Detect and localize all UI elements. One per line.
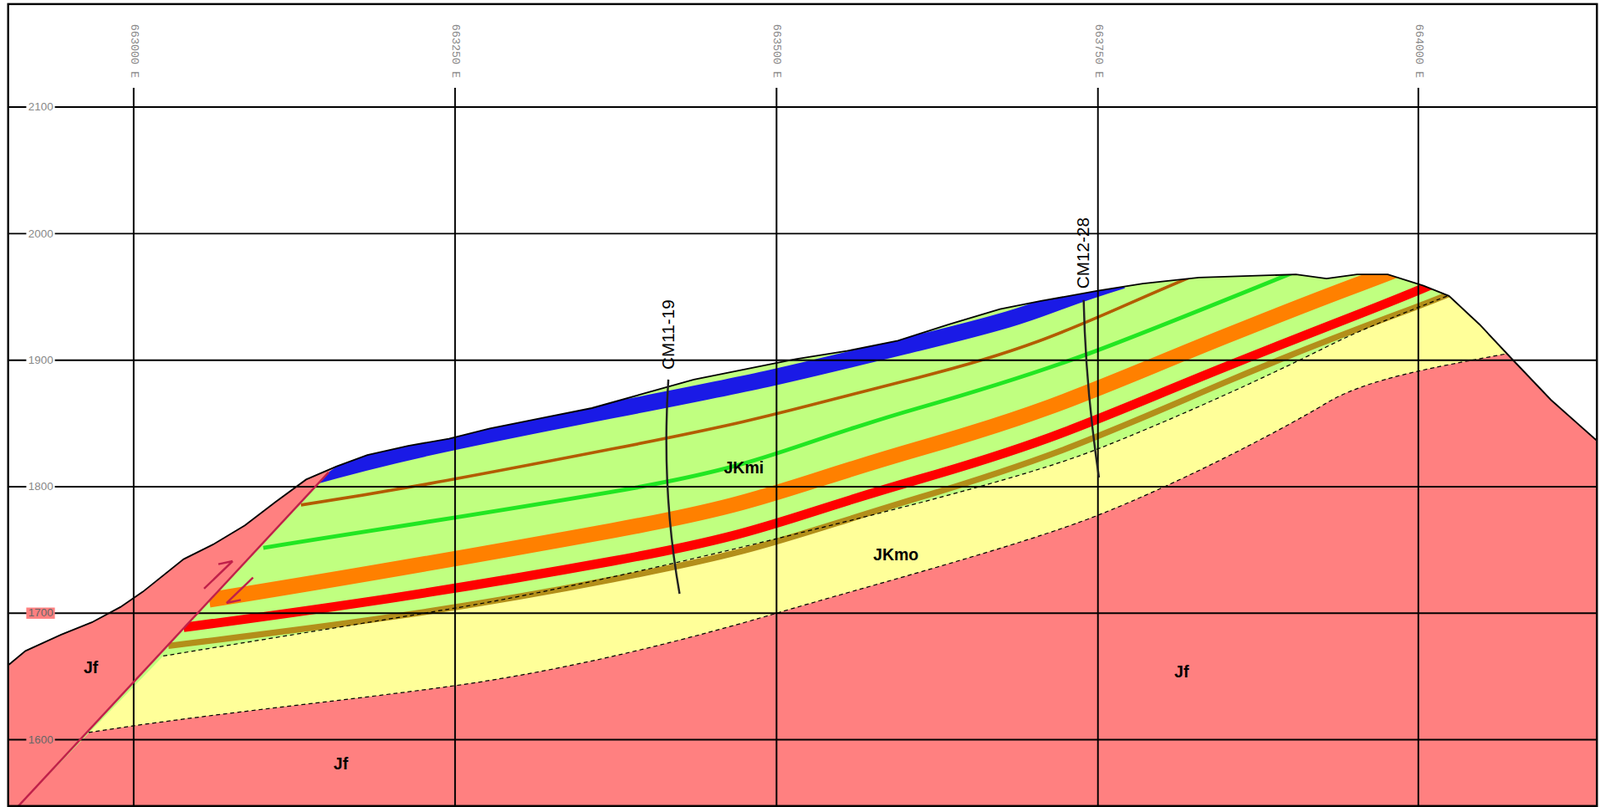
elevation-label: 1600 <box>25 734 56 746</box>
fault <box>18 472 329 807</box>
topography <box>8 274 1598 665</box>
easting-label: 663750 E <box>1092 21 1104 80</box>
unit-label: Jf <box>81 659 100 677</box>
frame <box>8 4 1598 807</box>
contact-line <box>163 235 1597 657</box>
elevation-label: 1700 <box>25 608 56 619</box>
marker-band <box>306 281 1123 480</box>
fault-arrow <box>226 577 254 604</box>
unit-label: JKmi <box>721 460 767 477</box>
marker-band <box>301 267 1215 506</box>
marker-band <box>168 289 1459 646</box>
elevation-label: 1900 <box>25 354 56 366</box>
easting-label: 664000 E <box>1412 21 1424 80</box>
unit-label: Jf <box>1172 664 1192 681</box>
grid <box>8 87 1598 807</box>
contact-line <box>81 337 1598 735</box>
elevation-label: 2000 <box>25 228 56 240</box>
drill-hole-label: CM12-28 <box>1074 214 1093 291</box>
easting-label: 663250 E <box>449 21 461 80</box>
marker-band <box>209 265 1409 600</box>
fault-arrow <box>204 561 233 589</box>
unit-label: Jf <box>331 756 350 773</box>
unit-label: JKmo <box>871 546 921 564</box>
easting-label: 663500 E <box>771 21 783 80</box>
drill-hole-label: CM11-19 <box>659 297 678 373</box>
drill-hole <box>666 379 680 594</box>
elevation-label: 2100 <box>25 101 56 113</box>
jkmo-unit <box>18 0 1597 807</box>
elevation-label: 1800 <box>25 480 56 492</box>
marker-band <box>263 263 1317 548</box>
easting-label: 663000 E <box>127 21 139 80</box>
drill-hole <box>1083 300 1100 478</box>
jkmi-unit <box>18 0 1597 807</box>
